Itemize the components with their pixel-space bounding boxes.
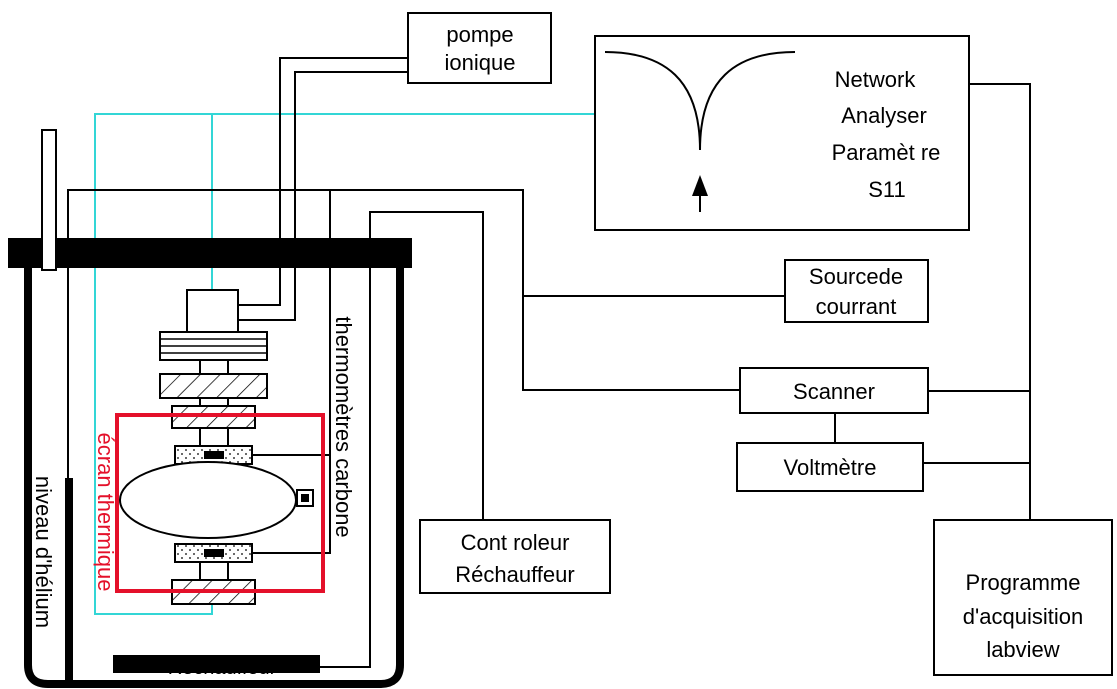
programme-label-1: Programme (966, 570, 1081, 595)
resonator-sample (119, 461, 297, 539)
controleur-label-2: Réchauffeur (455, 562, 574, 587)
source-label-1: Sourcede (809, 264, 903, 289)
dewar-lid (8, 238, 412, 268)
arrow-up-icon (692, 175, 708, 196)
controleur-label-1: Cont roleur (461, 530, 570, 555)
voltmetre-box (736, 442, 924, 492)
wiring (67, 83, 1031, 670)
programme-box (933, 519, 1113, 676)
programme-label-3: labview (986, 637, 1059, 662)
sample-stack (119, 289, 314, 605)
network-label-2: Analyser (841, 103, 927, 128)
scanner-label: Scanner (793, 379, 875, 404)
network-label-3: Paramèt re (832, 140, 941, 165)
helium-level-bar (65, 478, 73, 688)
pump-tube (238, 57, 408, 321)
programme-label-2: d'acquisition (963, 604, 1083, 629)
pompe-label-1: pompe (446, 22, 513, 47)
scanner-box (739, 367, 929, 414)
thermometres-label: thermomètres carbone (331, 316, 356, 537)
pompe-ionique-box (407, 12, 552, 84)
source-label-2: courrant (816, 294, 897, 319)
dewar (8, 129, 412, 688)
helium-fill-tube (41, 129, 57, 271)
ecran-thermique-label: écran thermique (93, 433, 118, 592)
voltmetre-label: Voltmètre (784, 455, 877, 480)
resonance-curve (604, 51, 796, 151)
pompe-label-2: ionique (445, 50, 516, 75)
heater (113, 655, 320, 673)
controleur-box (419, 519, 611, 594)
network-label-1: Network (835, 67, 917, 92)
source-courant-box (784, 259, 929, 323)
rechauffeur-label: Réchauffeur (168, 657, 277, 679)
thermal-screen (115, 413, 325, 593)
network-analyser (594, 35, 970, 231)
niveau-helium-label: niveau d'hélium (31, 476, 56, 628)
network-label-4: S11 (868, 177, 906, 202)
